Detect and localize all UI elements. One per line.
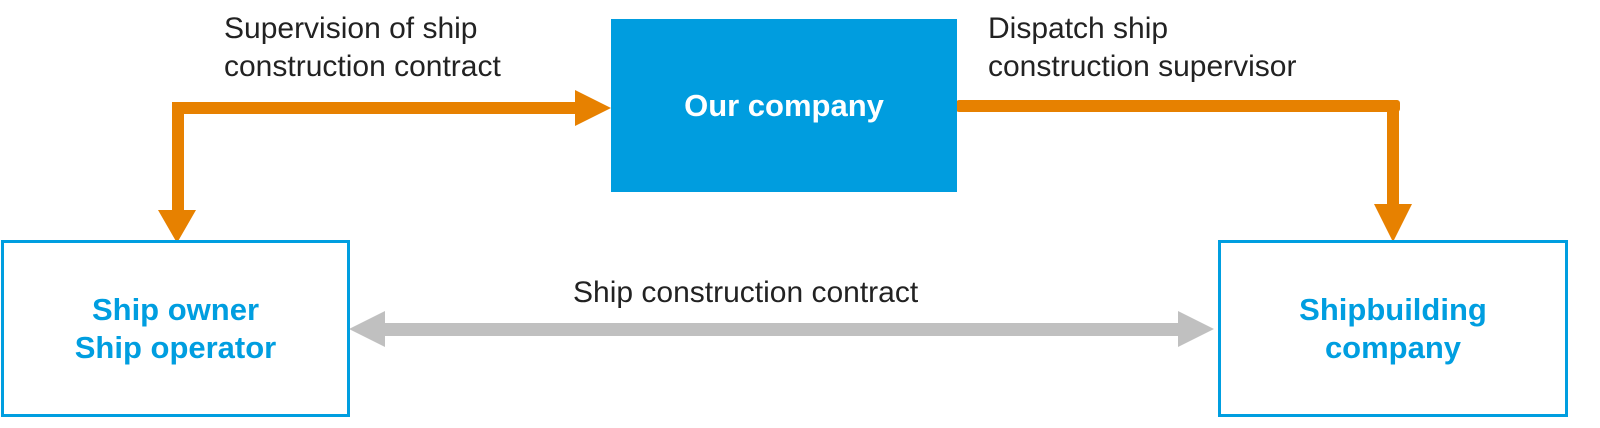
dispatch-edge-label: Dispatch ship construction supervisor <box>988 10 1296 86</box>
shipbuilding-label: Shipbuilding <box>1299 291 1487 327</box>
dispatch-arrow <box>956 100 1412 242</box>
contract-double-arrow <box>349 311 1214 347</box>
supervision-edge-label: Supervision of ship construction contrac… <box>224 10 501 86</box>
supervision-line-1: Supervision of ship <box>224 12 478 45</box>
supervision-arrow <box>158 90 611 243</box>
our-company-node: Our company <box>611 19 957 192</box>
our-company-label: Our company <box>684 87 884 123</box>
company-label: company <box>1324 329 1462 365</box>
dispatch-line-1: Dispatch ship <box>988 12 1169 45</box>
dispatch-line-2: construction supervisor <box>988 50 1297 83</box>
contract-edge-label: Ship construction contract <box>573 276 919 309</box>
ship-owner-label: Ship owner <box>91 291 260 327</box>
ship-operator-label: Ship operator <box>74 329 277 365</box>
supervision-line-2: construction contract <box>224 50 501 83</box>
